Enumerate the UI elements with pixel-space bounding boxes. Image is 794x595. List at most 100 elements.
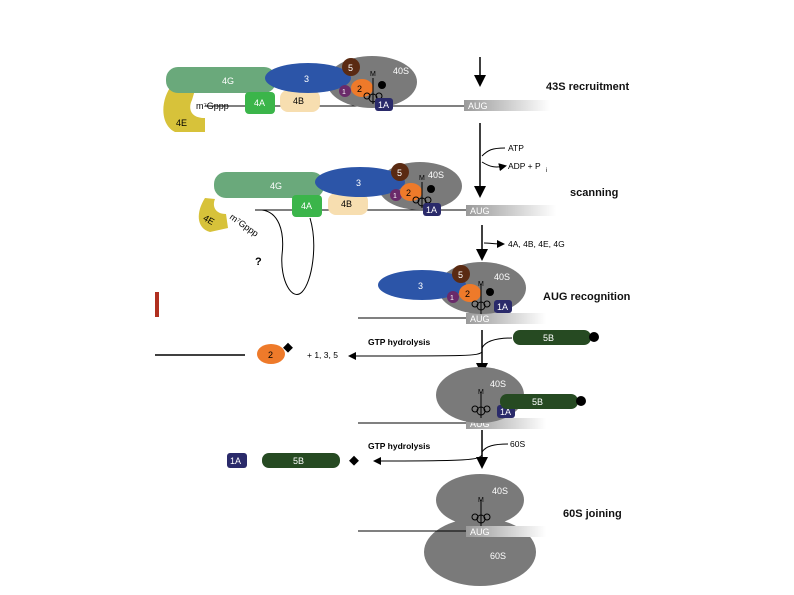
atp-branch [481, 147, 506, 157]
step-title-2: scanning [570, 187, 618, 199]
mrna-tail-3 [466, 313, 546, 324]
eif5-shape-3 [452, 265, 470, 283]
met-label-2: M [419, 175, 425, 182]
trna-icon-5 [471, 500, 491, 526]
eif4g-shape [166, 67, 276, 93]
eif4a-label: 4A [254, 98, 265, 108]
eif2-shape-3 [459, 284, 481, 302]
released-eif2-label: 2 [268, 350, 273, 360]
step-title-1: 43S recruitment [546, 81, 629, 93]
eif4g-shape-2 [214, 172, 324, 198]
eif5b-join-curve [481, 337, 513, 349]
eif1-shape [339, 85, 351, 97]
met-label-5: M [478, 497, 484, 504]
60s-label: 60S [490, 551, 506, 561]
eif4e-shape-2 [198, 198, 228, 232]
eif3-shape-3 [378, 270, 466, 300]
eif4e-label-2: 4E [202, 213, 217, 227]
met-label: M [370, 71, 376, 78]
eif5b-shape [513, 330, 591, 345]
60s-join-curve [481, 443, 509, 453]
panel-43s-recruitment: AUG 4E m⁷Gppp 4G 4A 4B 40S 3 5 1 2 [163, 56, 629, 132]
gtp-hydrolysis-label-2: GTP hydrolysis [368, 441, 430, 451]
eif1a-label-4: 1A [500, 407, 511, 417]
eif4b-label-2: 4B [341, 199, 352, 209]
ribosome-40s-5 [436, 474, 524, 526]
eif2-label-2: 2 [406, 188, 411, 198]
adp-sub: i [546, 168, 547, 174]
eif4b-shape [280, 90, 320, 112]
panel-scanning: AUG ? 4E m⁷Gppp 4G 4A 4B 40S 3 5 1 2 [198, 162, 618, 295]
met-label-3: M [478, 281, 484, 288]
step-title-3: AUG recognition [543, 291, 631, 303]
gdp-diamond [283, 342, 293, 353]
eif3-label-2: 3 [356, 178, 361, 188]
cap-label: m⁷Gppp [196, 101, 229, 111]
aug-label-4: AUG [470, 419, 490, 429]
trna-icon-4 [471, 392, 491, 418]
gtp-dot-4 [576, 396, 586, 406]
eif2-shape-2 [400, 183, 422, 201]
mrna-tail [464, 100, 550, 111]
incoming-60s-label: 60S [510, 439, 525, 449]
eif5-shape [342, 58, 360, 76]
eif5-label: 5 [348, 63, 353, 73]
gtp-dot [589, 332, 599, 342]
eif3-shape [265, 63, 351, 93]
eif5-shape-2 [391, 163, 409, 181]
eif4g-label: 4G [222, 76, 234, 86]
eif4g-label-2: 4G [270, 181, 282, 191]
40s-label-3: 40S [494, 272, 510, 282]
mrna-tail-4 [466, 418, 546, 429]
released-eif1a-label: 1A [230, 456, 241, 466]
eif1a-shape-2 [423, 203, 441, 216]
eif4a-shape [245, 92, 275, 114]
released-eif5b-shape [262, 453, 340, 468]
trna-icon-2 [412, 182, 435, 208]
eif5b-shape-4 [500, 394, 578, 409]
trna-icon [363, 78, 386, 104]
eif5b-label: 5B [543, 333, 554, 343]
eif4b-label: 4B [293, 96, 304, 106]
adp-branch [481, 161, 507, 172]
aug-label: AUG [468, 101, 488, 111]
eif4a-shape-2 [292, 195, 322, 217]
eif1-shape-3 [447, 291, 459, 303]
eif5-label-3: 5 [458, 270, 463, 280]
eif1a-label-3: 1A [497, 302, 508, 312]
aug-label-3: AUG [470, 314, 490, 324]
met-label-4: M [478, 389, 484, 396]
eif1-label: 1 [342, 89, 346, 96]
mrna-tail-5 [466, 526, 546, 537]
eif5b-incoming: 5B [513, 330, 599, 345]
eif5-label-2: 5 [397, 168, 402, 178]
adp-label: ADP + P [508, 161, 541, 171]
eif4b-shape-2 [328, 193, 368, 215]
question-mark: ? [255, 256, 262, 268]
released-eif5b-label: 5B [293, 456, 304, 466]
eif1a-label: 1A [378, 100, 389, 110]
release-4-branch [483, 239, 505, 248]
gtp-hydrolysis-label-1: GTP hydrolysis [368, 337, 430, 347]
eif4e-shape [163, 85, 205, 132]
eif1-shape-2 [390, 189, 402, 201]
40s-label: 40S [393, 66, 409, 76]
panel-60s-joining: 40S 60S AUG M 60S joining [358, 474, 622, 586]
release-branch-1 [348, 351, 483, 360]
panel-aug-recognition: AUG 40S 3 5 1 2 M 1A AUG recognition [358, 262, 631, 324]
40s-label-2: 40S [428, 170, 444, 180]
eif3-shape-2 [315, 167, 405, 197]
eif2-label: 2 [357, 84, 362, 94]
40s-label-5: 40S [492, 486, 508, 496]
release-branch-2 [373, 454, 483, 465]
eif3-label-3: 3 [418, 281, 423, 291]
eif1-label-2: 1 [393, 193, 397, 200]
mrna-loop [261, 209, 315, 295]
eif5b-label-4: 5B [532, 397, 543, 407]
eif4e-label: 4E [176, 118, 187, 128]
cap-label-2: m⁷Gppp [228, 212, 261, 239]
eif4a-label-2: 4A [301, 201, 312, 211]
release-others-label: + 1, 3, 5 [307, 350, 338, 360]
